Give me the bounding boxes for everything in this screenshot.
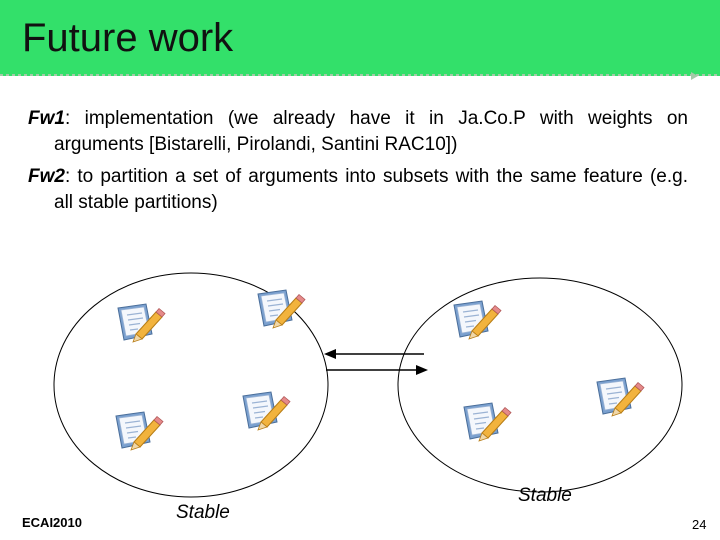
document-pencil-icon: [117, 303, 166, 343]
left-partition-ellipse: [53, 272, 329, 498]
document-pencil-icon: [242, 391, 291, 431]
item-text: : to partition a set of arguments into s…: [54, 166, 688, 213]
right-partition-label: Stable: [518, 485, 572, 506]
document-pencil-icon: [463, 402, 512, 442]
document-pencil-icon: [596, 377, 645, 417]
title-underline-arrow: [691, 72, 698, 80]
left-partition-label: Stable: [176, 502, 230, 523]
arrow-right-head: [416, 365, 428, 375]
document-pencil-icon: [257, 289, 306, 329]
title-bar: Future work: [0, 0, 720, 80]
page-number: 24: [692, 517, 707, 532]
future-work-item-1: Fw1: implementation (we already have it …: [28, 106, 688, 158]
right-partition-ellipse: [397, 277, 683, 493]
item-tag: Fw2: [28, 166, 65, 187]
item-text: : implementation (we already have it in …: [54, 108, 688, 155]
item-tag: Fw1: [28, 108, 65, 129]
future-work-item-2: Fw2: to partition a set of arguments int…: [28, 164, 688, 216]
document-pencil-icon: [453, 300, 502, 340]
arrow-left-head: [324, 349, 336, 359]
document-pencil-icon: [115, 411, 164, 451]
slide-title: Future work: [22, 16, 234, 60]
footer-conference: ECAI2010: [22, 515, 82, 530]
